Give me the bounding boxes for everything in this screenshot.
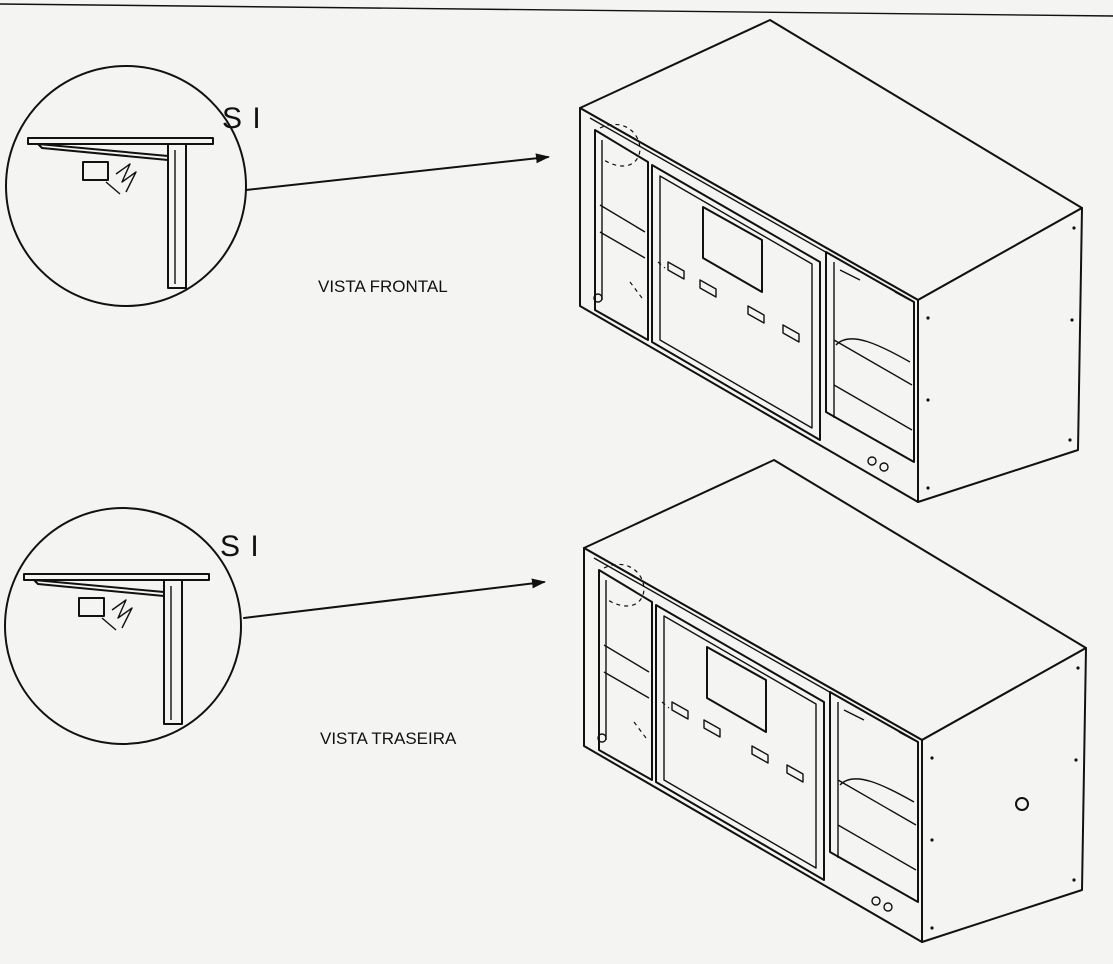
view-label-rear: VISTA TRASEIRA — [320, 729, 457, 748]
cabinet-rear — [583, 459, 1087, 943]
detail-callout-rear: S I — [4, 507, 260, 745]
arrow-rear — [243, 578, 546, 619]
detail-label-front: S I — [222, 102, 262, 135]
cabinet-front — [579, 19, 1083, 503]
detail-profile-rear — [23, 573, 210, 725]
rear-side-hole — [1015, 797, 1029, 811]
detail-label-rear: S I — [220, 530, 260, 563]
detail-circle-rear — [4, 507, 242, 745]
arrow-front — [245, 153, 550, 191]
detail-profile-front — [27, 137, 214, 289]
detail-callout-front: S I — [5, 65, 262, 307]
detail-circle-front — [5, 65, 247, 307]
sheet-border — [0, 3, 1113, 17]
view-label-front: VISTA FRONTAL — [318, 277, 448, 296]
